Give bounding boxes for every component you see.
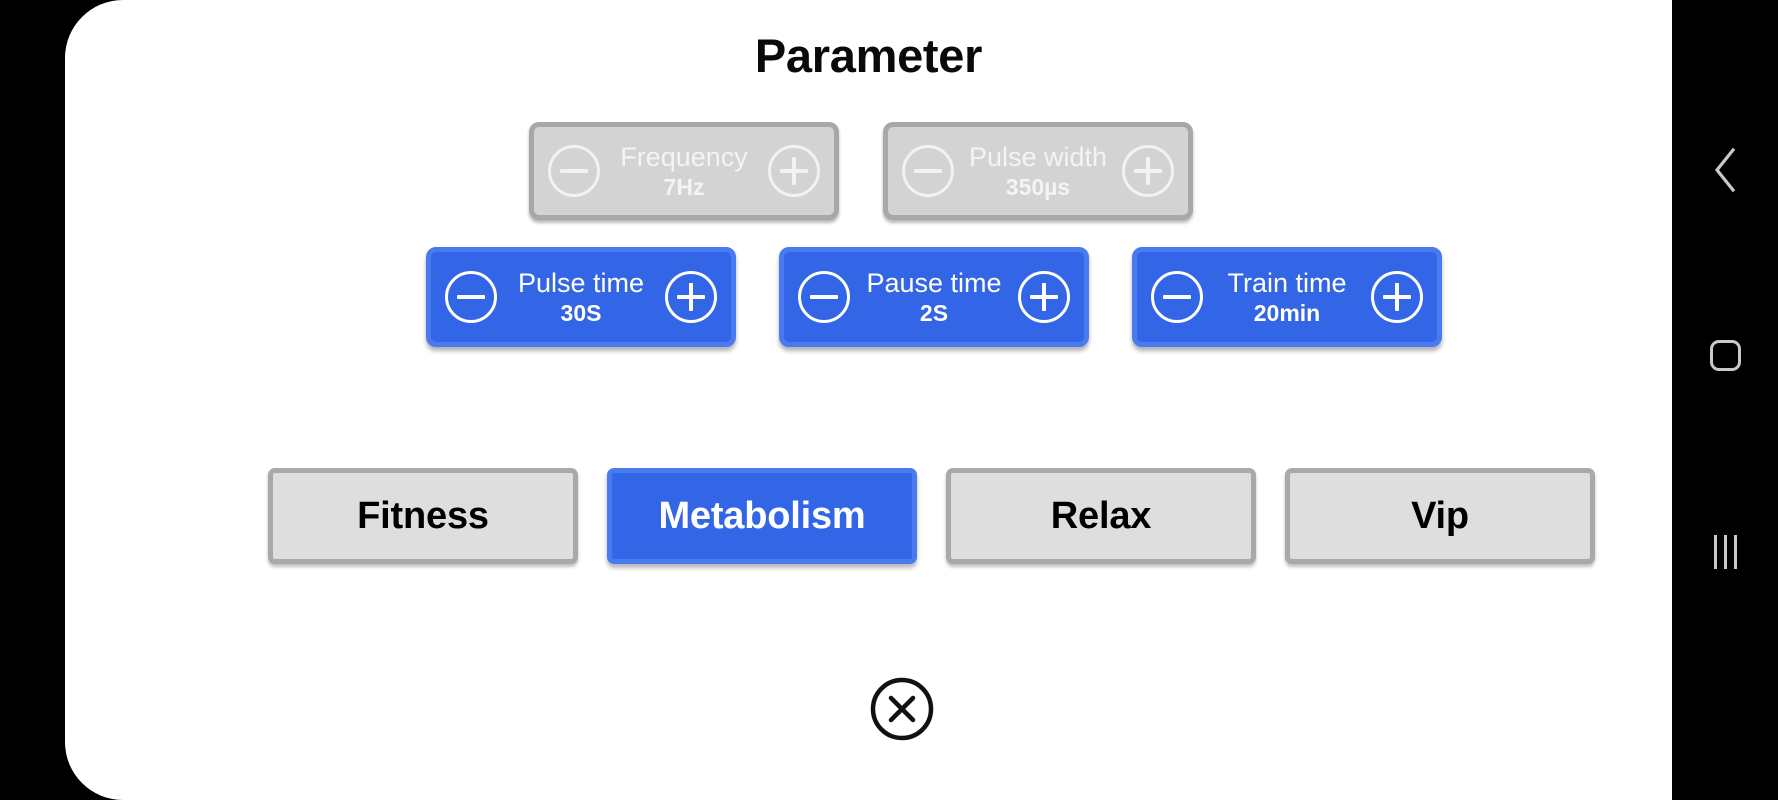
- mode-button-fitness[interactable]: Fitness: [268, 468, 578, 564]
- mode-button-row: Fitness Metabolism Relax Vip: [268, 468, 1595, 564]
- stepper-pulse-width[interactable]: Pulse width 350µs: [883, 122, 1193, 220]
- pulse-time-value: 30S: [560, 300, 602, 327]
- pulse-time-readout: Pulse time 30S: [497, 267, 665, 327]
- parameter-dialog: Parameter Frequency 7Hz: [65, 0, 1672, 800]
- pulse-time-label: Pulse time: [517, 267, 645, 298]
- train-time-value: 20min: [1253, 300, 1321, 327]
- pulse-width-decrement-icon[interactable]: [902, 145, 954, 197]
- android-nav-bar: [1672, 0, 1778, 800]
- page-title: Parameter: [754, 29, 983, 82]
- back-chevron-icon[interactable]: [1672, 140, 1778, 200]
- mode-button-metabolism[interactable]: Metabolism: [607, 468, 917, 564]
- pulse-width-label: Pulse width: [968, 141, 1108, 172]
- pause-time-increment-icon[interactable]: [1018, 271, 1070, 323]
- stepper-pause-time[interactable]: Pause time 2S: [779, 247, 1089, 347]
- stepper-train-time[interactable]: Train time 20min: [1132, 247, 1442, 347]
- stepper-frequency[interactable]: Frequency 7Hz: [529, 122, 839, 220]
- pulse-width-increment-icon[interactable]: [1122, 145, 1174, 197]
- train-time-decrement-icon[interactable]: [1151, 271, 1203, 323]
- stepper-pulse-time[interactable]: Pulse time 30S: [426, 247, 736, 347]
- pulse-width-readout: Pulse width 350µs: [954, 141, 1122, 201]
- pulse-time-increment-icon[interactable]: [665, 271, 717, 323]
- pulse-time-decrement-icon[interactable]: [445, 271, 497, 323]
- pause-time-value: 2S: [919, 300, 949, 327]
- recents-bars-icon[interactable]: [1672, 522, 1778, 582]
- train-time-label: Train time: [1227, 267, 1347, 298]
- home-square-icon[interactable]: [1672, 325, 1778, 385]
- pause-time-readout: Pause time 2S: [850, 267, 1018, 327]
- close-circle-icon[interactable]: [868, 675, 936, 743]
- pause-time-label: Pause time: [866, 267, 1002, 298]
- frequency-increment-icon[interactable]: [768, 145, 820, 197]
- frequency-decrement-icon[interactable]: [548, 145, 600, 197]
- pause-time-decrement-icon[interactable]: [798, 271, 850, 323]
- frequency-readout: Frequency 7Hz: [600, 141, 768, 201]
- frequency-label: Frequency: [620, 141, 748, 172]
- train-time-increment-icon[interactable]: [1371, 271, 1423, 323]
- mode-button-relax[interactable]: Relax: [946, 468, 1256, 564]
- frequency-value: 7Hz: [663, 174, 705, 201]
- pulse-width-value: 350µs: [1005, 174, 1071, 201]
- mode-button-vip[interactable]: Vip: [1285, 468, 1595, 564]
- train-time-readout: Train time 20min: [1203, 267, 1371, 327]
- stepper-row-bottom: Pulse time 30S Pause time 2S: [426, 247, 1442, 347]
- stepper-row-top: Frequency 7Hz Pulse width 350µs: [529, 122, 1193, 220]
